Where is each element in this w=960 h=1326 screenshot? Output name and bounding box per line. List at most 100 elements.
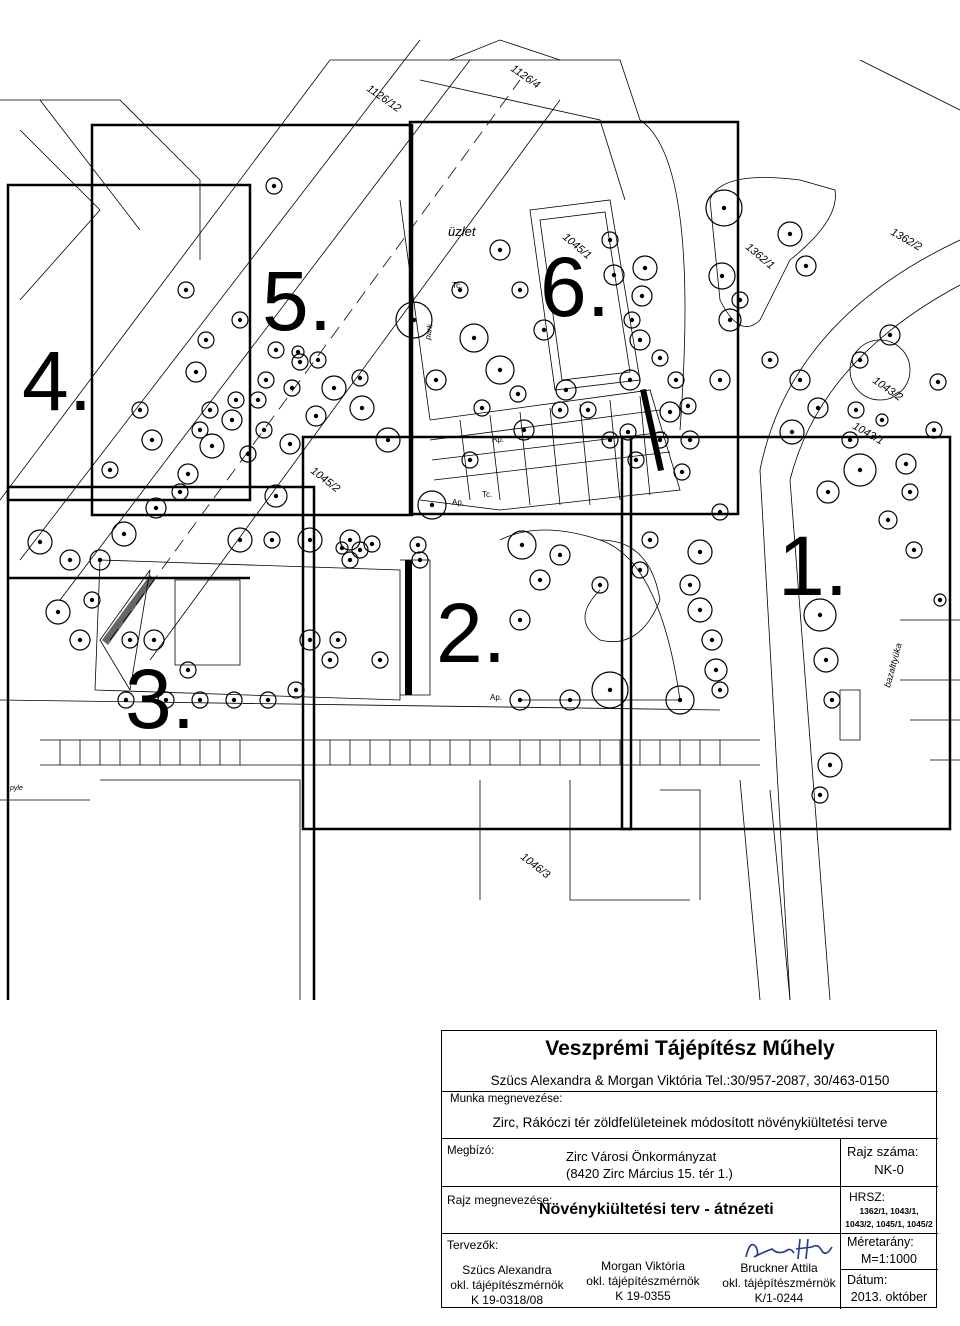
site-plan: 1. 2. 3. 4. 5. 6. 1126/12 1126/4 1045/1 … [0, 39, 960, 1000]
firm-name: Veszprémi Tájépítész Műhely [545, 1037, 835, 1060]
zone-label-5: 5. [262, 254, 332, 348]
tree-symbol [335, 541, 349, 555]
tree-symbol [841, 431, 859, 449]
street-label: bazalttyüka [882, 642, 903, 689]
tree-symbol [629, 329, 651, 351]
tree-symbol [851, 351, 869, 369]
tree-center [633, 457, 639, 463]
tree-center [307, 637, 313, 643]
tree-center [497, 367, 503, 373]
tree-symbol [718, 308, 742, 332]
tree-center [521, 427, 527, 433]
tree-center [627, 377, 633, 383]
tree-center [597, 582, 603, 588]
tree-center [697, 607, 703, 613]
tree-symbol [27, 529, 53, 555]
tree-symbol [177, 281, 195, 299]
tree-center [327, 657, 333, 663]
tree-center [713, 667, 719, 673]
tree-center [719, 273, 725, 279]
tree-symbol [709, 369, 731, 391]
tree-symbol [623, 311, 641, 329]
tree-center [313, 413, 319, 419]
tree-center [67, 557, 73, 563]
tree-symbol [425, 369, 447, 391]
tree-symbol [221, 409, 243, 431]
tree-center [273, 493, 279, 499]
tree-symbol [509, 689, 531, 711]
tree-symbol [83, 591, 101, 609]
hrsz-label: HRSZ: [849, 1190, 885, 1204]
designer-3-number: K/1-0244 [754, 1291, 804, 1305]
tree-symbol [601, 231, 619, 249]
tree-symbol [197, 331, 215, 349]
tree-center [687, 437, 693, 443]
tree-center [557, 552, 563, 558]
tree-symbol [603, 264, 625, 286]
tree-symbol [507, 530, 537, 560]
zone-frame-1 [620, 435, 952, 831]
tree-center [255, 397, 261, 403]
tree-symbol [879, 324, 901, 346]
tree-center [209, 443, 215, 449]
tree-center [637, 567, 643, 573]
scale-value: M=1:1000 [861, 1252, 917, 1266]
tree-symbol [227, 527, 253, 553]
drawing-name-label: Rajz megnevezése: [447, 1193, 553, 1207]
zone-label-1: 1. [778, 519, 848, 613]
tree-symbol [179, 661, 197, 679]
tree-symbol [591, 671, 629, 709]
hatching [102, 389, 664, 695]
designer-1-title: okl. tájépítészmérnök [450, 1278, 564, 1292]
tree-symbol [816, 480, 840, 504]
tree-symbol [687, 539, 713, 565]
tree-symbol [59, 549, 81, 571]
tree-center [697, 549, 703, 555]
tree-center [357, 375, 363, 381]
tree-symbol [673, 463, 691, 481]
tree-center [55, 609, 61, 615]
tree-center [607, 237, 613, 243]
tree-center [357, 547, 363, 553]
tree-center [123, 697, 129, 703]
tree-symbol [680, 430, 700, 450]
tree-symbol [627, 451, 645, 469]
tree-center [519, 542, 525, 548]
tree-symbol [341, 551, 359, 569]
tree-symbol [601, 431, 619, 449]
tree-symbol [579, 401, 597, 419]
tree-center [137, 407, 143, 413]
tree-center [815, 405, 821, 411]
tree-center [385, 437, 391, 443]
tree-center [203, 337, 209, 343]
tree-symbol [929, 373, 947, 391]
tree-center [825, 489, 831, 495]
signature [745, 1238, 833, 1260]
tree-center [611, 272, 617, 278]
tree-symbol [711, 503, 729, 521]
tree-center [261, 427, 267, 433]
tree-symbol [409, 536, 427, 554]
tree-symbols [27, 177, 947, 804]
tree-center [803, 263, 809, 269]
tree-center [787, 231, 793, 237]
tree-center [639, 293, 645, 299]
tree-symbol [875, 413, 889, 427]
tree-symbol [529, 569, 551, 591]
parcel-label: 1362/2 [889, 226, 924, 253]
tree-center [197, 427, 203, 433]
tree-center [687, 582, 693, 588]
tree-symbol [259, 691, 277, 709]
tree-center [287, 441, 293, 447]
tree-symbol [263, 531, 281, 549]
tree-center [931, 427, 937, 433]
tree-center [151, 637, 157, 643]
tree-symbol [283, 379, 301, 397]
tree-symbol [185, 361, 207, 383]
date-value: 2013. október [850, 1290, 928, 1304]
tree-center [237, 317, 243, 323]
tree-symbol [708, 262, 736, 290]
tree-symbol [321, 651, 339, 669]
tree-center [415, 542, 421, 548]
parcel-label: 1046/3 [518, 851, 553, 882]
